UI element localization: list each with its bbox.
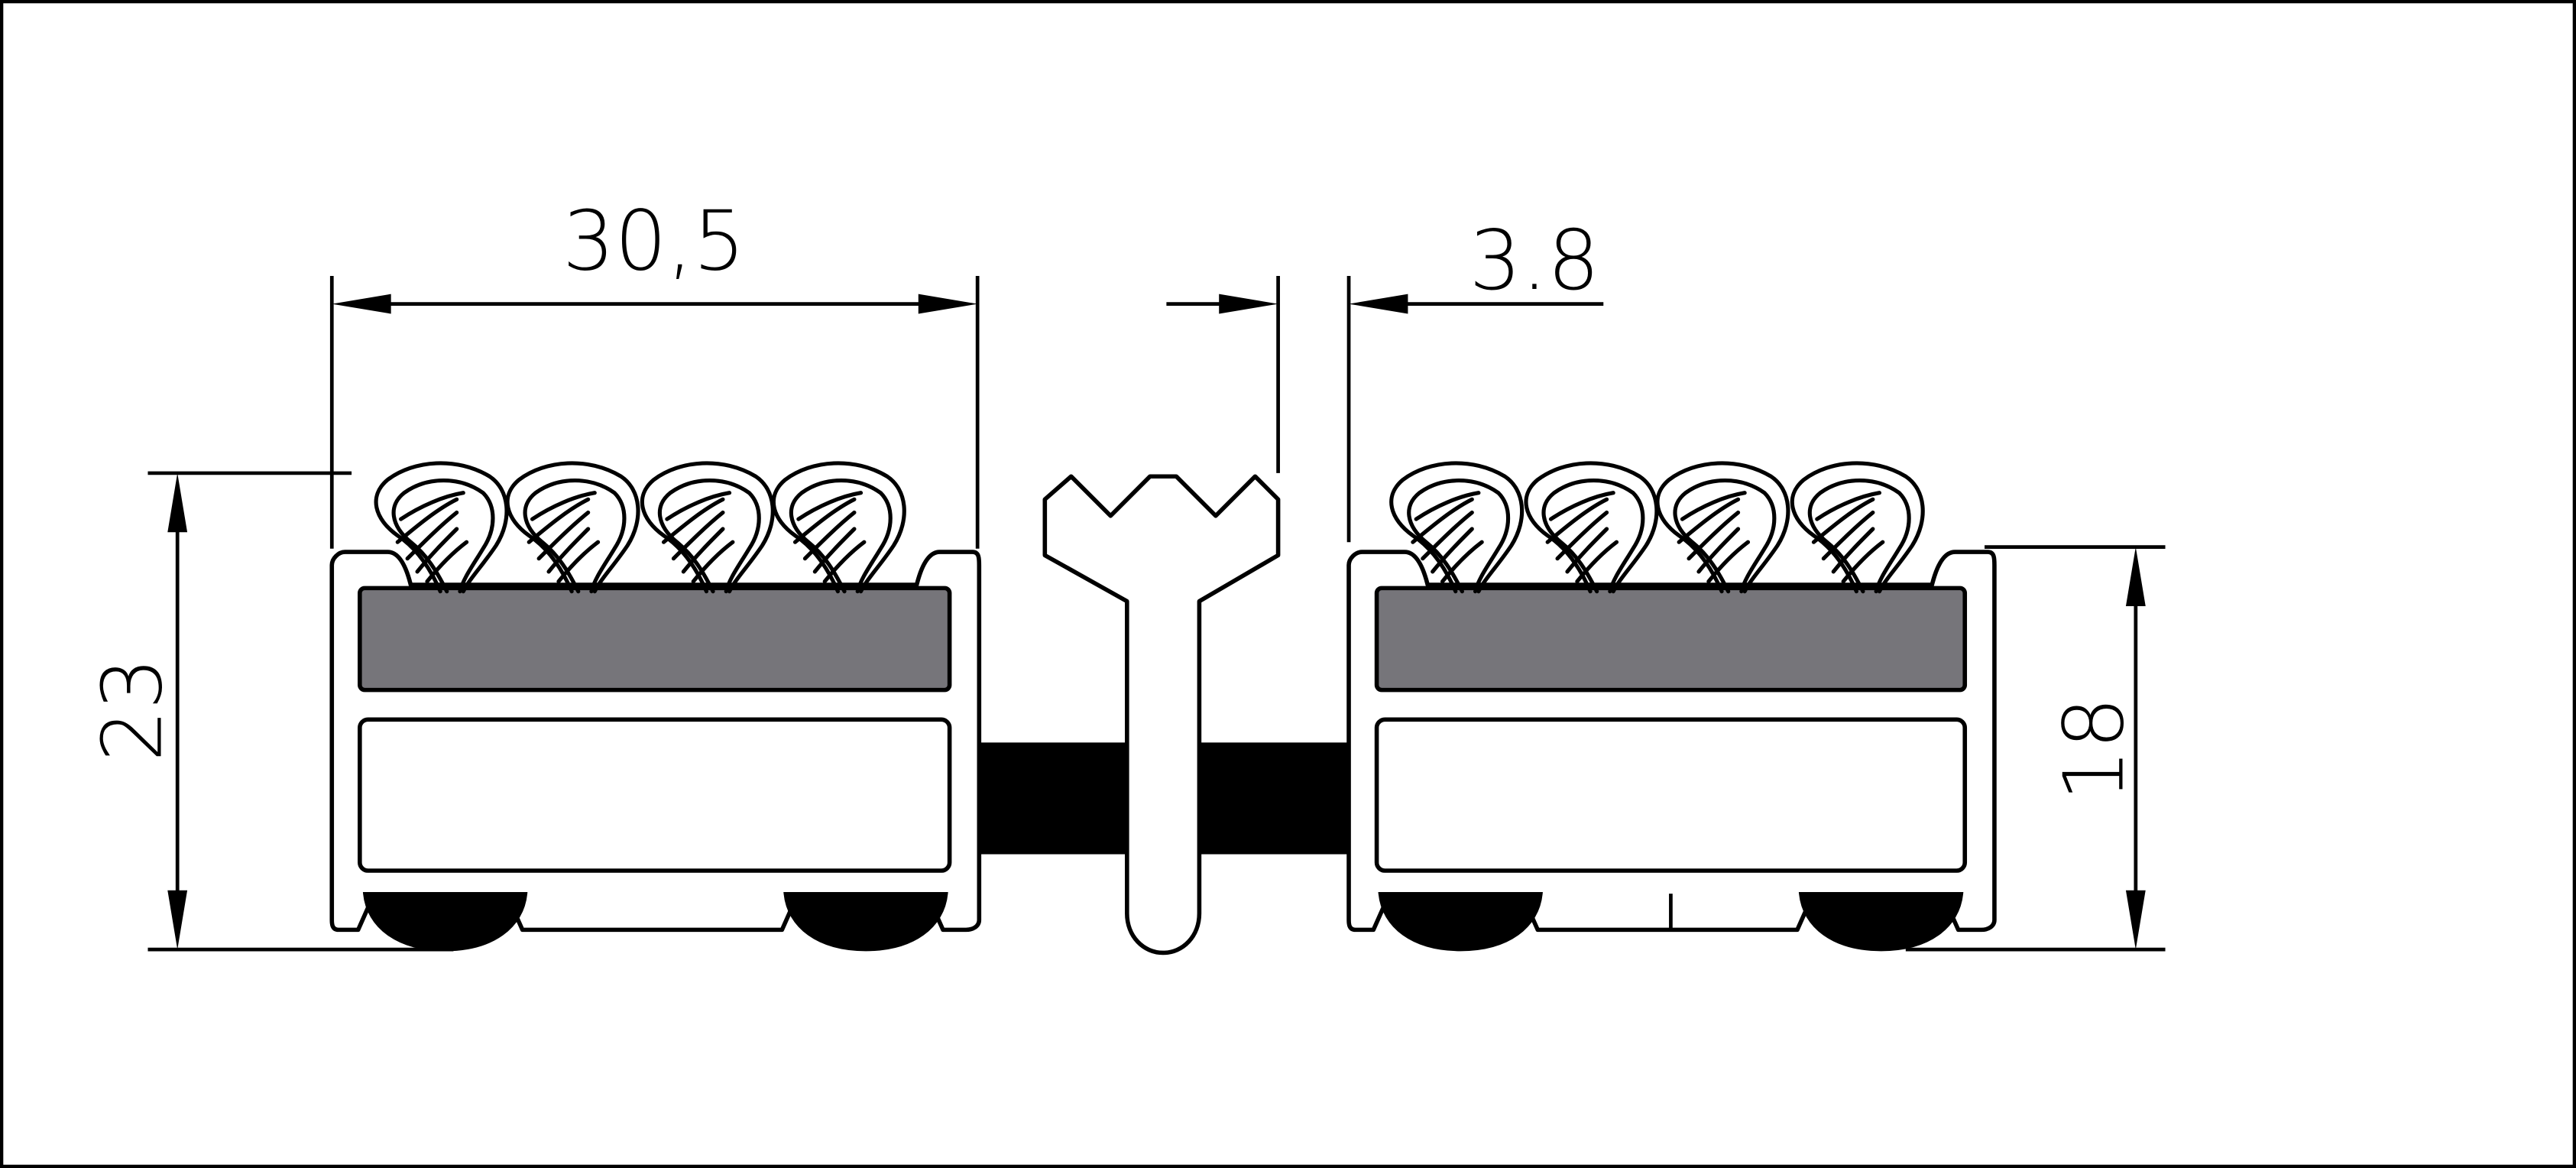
left-lower-chamber [358, 717, 952, 873]
connector-bar-right [1199, 742, 1350, 855]
dimension-label-23: 23 [86, 657, 181, 762]
right-profile [1346, 463, 1997, 949]
dimension-label-30-5: 30,5 [562, 193, 745, 289]
dimension-label-3-8: 3.8 [1469, 213, 1600, 309]
dimension-left-height: 23 [86, 471, 454, 952]
connector-bar-left [979, 742, 1127, 855]
center-y-connector [1042, 474, 1281, 955]
left-profile [329, 463, 982, 949]
right-lower-chamber [1374, 717, 1968, 873]
left-grey-insert [358, 586, 952, 693]
dimension-label-18: 18 [2047, 697, 2143, 802]
right-grey-insert [1374, 586, 1968, 693]
dimension-gap-width: 3.8 [1166, 213, 1604, 543]
dimension-right-height: 18 [1905, 545, 2166, 952]
dimension-profile-width: 30,5 [329, 193, 980, 549]
